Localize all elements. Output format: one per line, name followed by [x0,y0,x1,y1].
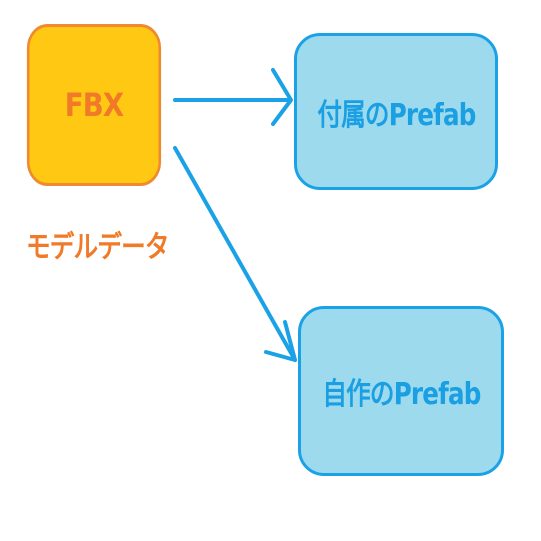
fbx-label: FBX [64,86,124,124]
custom-prefab-label: 自作のPrefab [321,377,481,412]
arrow-fbx-to-attached-prefab [173,68,293,126]
fbx-node: FBX [26,24,162,186]
custom-prefab-node: 自作のPrefab [298,306,504,476]
attached-prefab-label: 付属のPrefab [316,97,476,133]
attached-prefab-node: 付属のPrefab [294,33,498,190]
arrow-fbx-to-custom-prefab [173,146,297,362]
model-data-label: モデルデータ [26,230,169,265]
